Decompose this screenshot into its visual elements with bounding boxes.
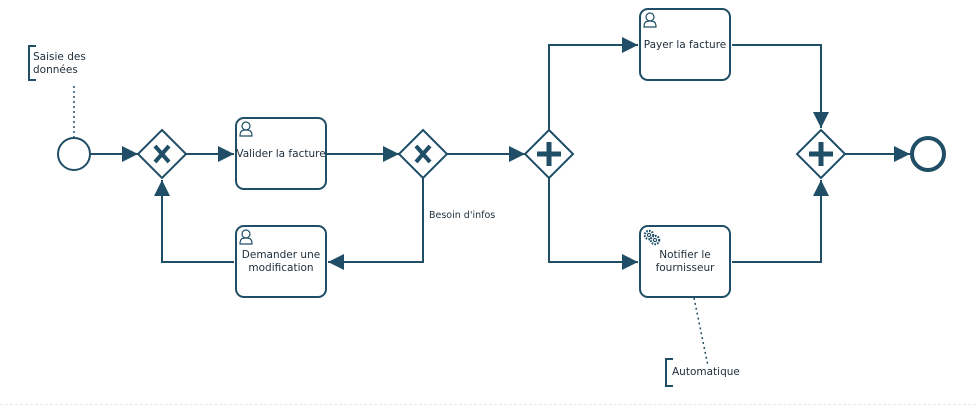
- user-icon: [239, 121, 253, 137]
- canvas-bottom-border: [0, 404, 976, 405]
- task-request-change[interactable]: Demander une modification: [235, 225, 327, 298]
- task-notify-supplier[interactable]: Notifier le fournisseur: [639, 225, 731, 298]
- task-label-line1: Demander une: [242, 249, 320, 261]
- annotation-automatic[interactable]: Automatique: [665, 358, 740, 387]
- x-marker-icon: [153, 144, 171, 164]
- gateway-xor-split[interactable]: [397, 128, 449, 180]
- sequence-flows: [90, 37, 910, 270]
- gears-icon: [643, 229, 661, 246]
- flow-and-split-to-notify[interactable]: [548, 178, 638, 270]
- task-label: Payer la facture: [644, 39, 727, 51]
- user-icon: [643, 12, 657, 28]
- gateway-and-join[interactable]: [795, 128, 847, 180]
- flow-request-change-to-xor-merge[interactable]: [154, 180, 234, 263]
- end-event[interactable]: [910, 136, 946, 172]
- task-pay-invoice[interactable]: Payer la facture: [639, 8, 731, 81]
- user-icon: [239, 229, 253, 245]
- annotation-bracket: [665, 358, 673, 387]
- annotation-bracket: [28, 45, 36, 81]
- task-validate-invoice[interactable]: Valider la facture: [235, 117, 327, 190]
- annotation-data-entry[interactable]: Saisie des données: [28, 45, 86, 81]
- annotation-data-entry-line2: données: [33, 64, 78, 76]
- gateway-and-split[interactable]: [523, 128, 575, 180]
- flow-xor-split-to-request-change[interactable]: [328, 178, 424, 270]
- association-notify-annotation: [693, 297, 709, 367]
- start-event[interactable]: [57, 137, 91, 171]
- task-label-line2: modification: [248, 262, 313, 274]
- flow-notify-to-and-join[interactable]: [732, 180, 829, 263]
- flow-label-need-info: Besoin d'infos: [429, 210, 495, 221]
- task-label-line1: Notifier le: [659, 249, 710, 261]
- flow-and-split-to-pay[interactable]: [548, 37, 638, 130]
- flow-pay-to-and-join[interactable]: [732, 44, 829, 128]
- plus-marker-icon: [809, 142, 833, 166]
- gateway-xor-merge[interactable]: [136, 128, 188, 180]
- task-label-line2: fournisseur: [656, 262, 716, 274]
- annotation-automatic-text: Automatique: [672, 366, 740, 378]
- x-marker-icon: [414, 144, 432, 164]
- task-label: Valider la facture: [236, 148, 325, 160]
- plus-marker-icon: [537, 142, 561, 166]
- annotation-data-entry-line1: Saisie des: [33, 51, 86, 63]
